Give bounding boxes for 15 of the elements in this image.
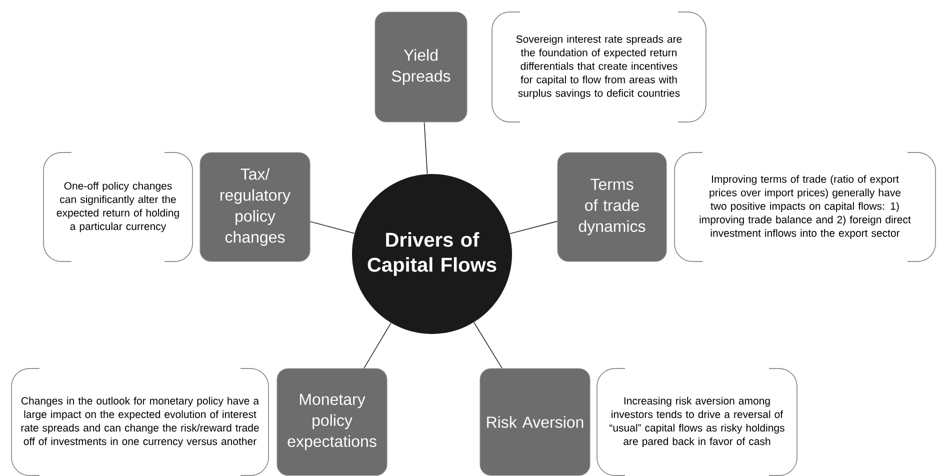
driver-box: Tax/ regulatory policy changes <box>200 152 310 262</box>
description-bracket: Changes in the outlook for monetary policy have a large impact on the expected evolution of interest rate spreads and can change the risk/reward trade off of investments in one currency versus another <box>11 368 269 476</box>
connector-line <box>424 122 428 174</box>
description-bracket: One-off policy changes can significantly alter the expected return of holding a particular currency <box>43 152 193 262</box>
connector-line <box>474 322 502 369</box>
description-bracket: Sovereign interest rate spreads are the foundation of expected return differentials that create incentives for capital to flow from areas with surplus savings to deficit countries <box>492 12 706 122</box>
connector-line <box>509 220 558 234</box>
description-bracket: Improving terms of trade (ratio of export prices over import prices) generally have two positive impacts on capital flows: 1) improving trade balance and 2) foreign direct investment inflows into the export sector <box>674 152 936 262</box>
driver-box: Yield Spreads <box>374 12 468 122</box>
description-bracket: Increasing risk aversion among investors tends to drive a reversal of “usual” capital flows as risky holdings are pared back in favor of cash <box>596 368 798 476</box>
connector-line <box>364 322 392 369</box>
driver-box: Risk Aversion <box>480 368 590 476</box>
driver-box: Monetary policy expectations <box>276 368 388 476</box>
connector-line <box>310 221 355 234</box>
driver-box: Terms of trade dynamics <box>557 152 667 262</box>
